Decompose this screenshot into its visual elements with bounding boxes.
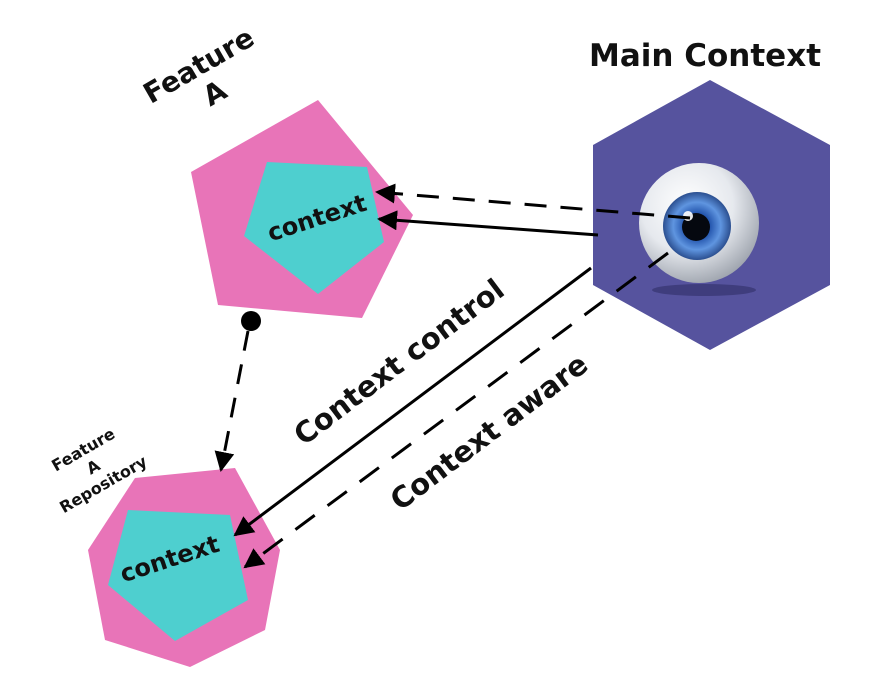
eyeball-icon [639,163,759,296]
edge-context-control [233,266,592,537]
edge-main-to-feature-a-solid [377,210,599,237]
edge-feature-a-to-repository [214,330,250,472]
main-context-title: Main Context [589,38,821,74]
edge-main-to-feature-a-dashed [375,183,691,220]
feature-a-title-line1: Feature [138,21,260,111]
feature-a-repository-title-line1: Feature [48,424,118,475]
edge-context-aware [243,251,669,569]
context-aware-label: Context aware [384,347,594,517]
feature-a-repository-context-pentagon [108,510,248,641]
feature-a-context-pentagon [244,162,384,294]
feature-a-dependency-dot [241,311,261,331]
